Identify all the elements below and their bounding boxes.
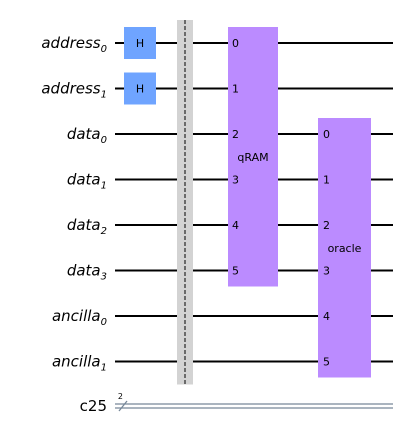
gate-qram	[228, 27, 278, 287]
qubit-label-index: 0	[101, 135, 107, 146]
qubit-label-address-0: address0	[41, 34, 107, 55]
labels-layer: address0address1data0data1data2data3anci…	[41, 34, 123, 415]
qubit-label-name: address	[41, 34, 100, 52]
qubit-label-index: 0	[101, 44, 107, 55]
qubit-label-index: 1	[101, 90, 107, 101]
qubit-label-name: ancilla	[52, 353, 101, 371]
classical-register-label: c25	[80, 397, 107, 415]
gate-oracle-pin: 3	[323, 265, 330, 278]
gate-oracle	[318, 118, 371, 378]
gate-qram-label: qRAM	[237, 151, 268, 164]
gate-qram-pin: 2	[232, 128, 239, 141]
qubit-label-data-2: data2	[67, 216, 107, 237]
gate-oracle-pin: 0	[323, 128, 330, 141]
gate-oracle-label: oracle	[328, 242, 362, 255]
qubit-label-index: 1	[101, 181, 107, 192]
qubit-label-index: 1	[101, 363, 107, 374]
gate-oracle-pin: 1	[323, 174, 330, 187]
qubit-label-name: data	[67, 216, 101, 234]
qubit-label-name: data	[67, 262, 101, 280]
gate-qram-pin: 1	[232, 83, 239, 96]
gate-qram-pin: 3	[232, 174, 239, 187]
classical-bus-width: 2	[118, 392, 123, 401]
qubit-label-data-3: data3	[67, 262, 107, 283]
hadamard-gate-1	[124, 72, 156, 105]
gate-oracle-pin: 2	[323, 219, 330, 232]
qubit-label-ancilla-0: ancilla0	[52, 307, 107, 328]
hadamard-gate-label: H	[136, 37, 144, 50]
hadamard-gate-0	[124, 27, 156, 59]
qubit-label-ancilla-1: ancilla1	[52, 353, 107, 374]
qubit-label-index: 2	[101, 226, 107, 237]
qubit-label-name: data	[67, 171, 101, 189]
gate-qram-pin: 5	[232, 265, 239, 278]
qubit-label-name: ancilla	[52, 307, 101, 325]
qubit-label-index: 0	[101, 317, 107, 328]
qubit-label-name: data	[67, 125, 101, 143]
gate-oracle-pin: 4	[323, 310, 330, 323]
qubit-label-data-1: data1	[67, 171, 107, 192]
qubit-label-address-1: address1	[41, 80, 107, 101]
gate-qram-pin: 0	[232, 37, 239, 50]
hadamard-gate-label: H	[136, 83, 144, 96]
qubit-label-data-0: data0	[67, 125, 107, 146]
gate-qram-pin: 4	[232, 219, 239, 232]
barrier-layer	[177, 20, 193, 385]
qubit-label-name: address	[41, 80, 100, 98]
qubit-label-index: 3	[101, 272, 107, 283]
classical-bus-slash	[118, 400, 128, 412]
gate-oracle-pin: 5	[323, 356, 330, 369]
